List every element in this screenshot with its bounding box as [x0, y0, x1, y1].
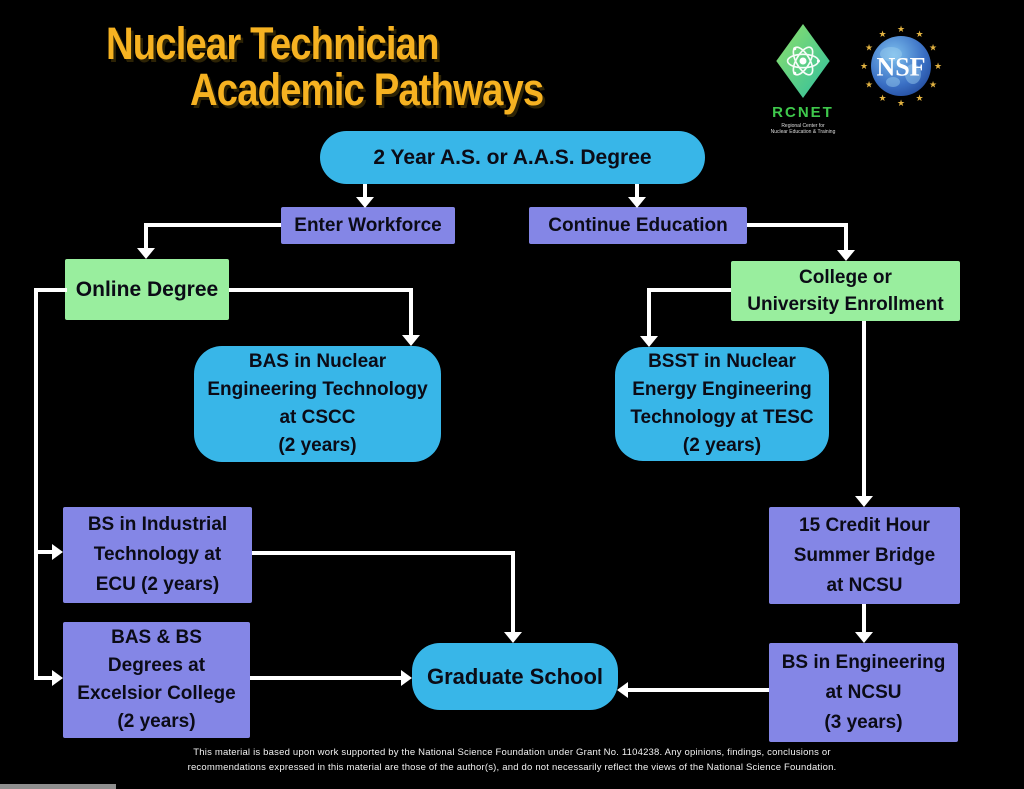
edge-online-rail-v — [34, 288, 38, 680]
edge-online-to-cscc-v — [409, 288, 413, 337]
svg-text:★: ★ — [929, 80, 937, 90]
edge-online-to-excelsior-h — [34, 676, 54, 680]
node-2yr-degree: 2 Year A.S. or A.A.S. Degree — [320, 131, 705, 184]
scan-artifact — [0, 784, 116, 789]
edge-online-to-ecu-h — [34, 550, 54, 554]
node-bas-excelsior: BAS & BS Degrees at Excelsior College (2… — [63, 622, 250, 738]
nsf-globe-icon: ★ ★ ★ ★ ★ ★ ★ ★ ★ ★ ★ ★ NSF — [860, 24, 942, 108]
edge-online-to-cscc-arrow — [402, 335, 420, 346]
rcnet-tagline: Regional Center for Nuclear Education & … — [770, 123, 836, 135]
svg-text:★: ★ — [878, 29, 886, 39]
footer-disclaimer-line2: recommendations expressed in this materi… — [187, 762, 837, 773]
edge-college-to-tesc-h — [649, 288, 731, 292]
edge-enter-to-online-arrow — [137, 248, 155, 259]
edge-bridge-to-ncsu-v — [862, 604, 866, 634]
footer-disclaimer-line1: This material is based upon work support… — [193, 747, 831, 758]
node-enter-workforce: Enter Workforce — [281, 207, 455, 244]
svg-text:NSF: NSF — [876, 53, 925, 82]
edge-ncsu-to-grad-arrow — [617, 682, 628, 698]
edge-degree-to-enter-line — [363, 184, 367, 198]
edge-ecu-to-grad-h — [252, 551, 515, 555]
edge-degree-to-continue-arrow — [628, 197, 646, 208]
node-online-degree: Online Degree — [65, 259, 229, 320]
edge-college-to-bridge-v — [862, 321, 866, 498]
node-bsst-tesc: BSST in Nuclear Energy Engineering Techn… — [615, 347, 829, 461]
node-bs-ecu: BS in Industrial Technology at ECU (2 ye… — [63, 507, 252, 603]
svg-text:★: ★ — [934, 61, 942, 71]
nsf-logo: ★ ★ ★ ★ ★ ★ ★ ★ ★ ★ ★ ★ NSF — [856, 21, 946, 111]
svg-text:★: ★ — [860, 61, 868, 71]
edge-online-to-cscc-h — [229, 288, 411, 292]
node-college-enrollment: College or University Enrollment — [731, 261, 960, 321]
edge-continue-to-college-v — [844, 223, 848, 251]
page-title-line1: Nuclear Technician — [106, 18, 439, 69]
edge-college-to-tesc-arrow — [640, 336, 658, 347]
edge-online-to-ecu-arrow — [52, 544, 63, 560]
edge-degree-to-continue-line — [635, 184, 639, 198]
edge-bridge-to-ncsu-arrow — [855, 632, 873, 643]
svg-text:★: ★ — [878, 93, 886, 103]
node-bas-cscc: BAS in Nuclear Engineering Technology at… — [194, 346, 441, 462]
node-summer-bridge: 15 Credit Hour Summer Bridge at NCSU — [769, 507, 960, 604]
edge-enter-to-online-h — [144, 223, 281, 227]
edge-ecu-to-grad-arrow — [504, 632, 522, 643]
node-graduate-school: Graduate School — [412, 643, 618, 710]
edge-enter-to-online-v — [144, 223, 148, 250]
rcnet-logo: RCNET Regional Center for Nuclear Educat… — [758, 24, 848, 135]
edge-online-to-excelsior-arrow — [52, 670, 63, 686]
edge-ncsu-to-grad-h — [626, 688, 769, 692]
page-title-line2: Academic Pathways — [190, 64, 544, 115]
edge-continue-to-college-arrow — [837, 250, 855, 261]
edge-college-to-bridge-arrow — [855, 496, 873, 507]
rcnet-wordmark: RCNET — [772, 104, 834, 121]
edge-excelsior-to-grad-h — [250, 676, 404, 680]
svg-text:★: ★ — [915, 93, 923, 103]
node-bs-ncsu: BS in Engineering at NCSU (3 years) — [769, 643, 958, 742]
svg-text:★: ★ — [897, 24, 905, 34]
edge-ecu-to-grad-v — [511, 551, 515, 634]
svg-text:★: ★ — [915, 29, 923, 39]
svg-text:★: ★ — [865, 80, 873, 90]
edge-degree-to-enter-arrow — [356, 197, 374, 208]
svg-text:★: ★ — [865, 43, 873, 53]
node-continue-education: Continue Education — [529, 207, 747, 244]
edge-college-to-tesc-v — [647, 288, 651, 337]
edge-continue-to-college-h — [747, 223, 848, 227]
edge-online-rail-h — [34, 288, 67, 292]
rcnet-atom-diamond-icon — [776, 24, 830, 98]
svg-text:★: ★ — [929, 43, 937, 53]
edge-excelsior-to-grad-arrow — [401, 670, 412, 686]
svg-text:★: ★ — [897, 98, 905, 108]
